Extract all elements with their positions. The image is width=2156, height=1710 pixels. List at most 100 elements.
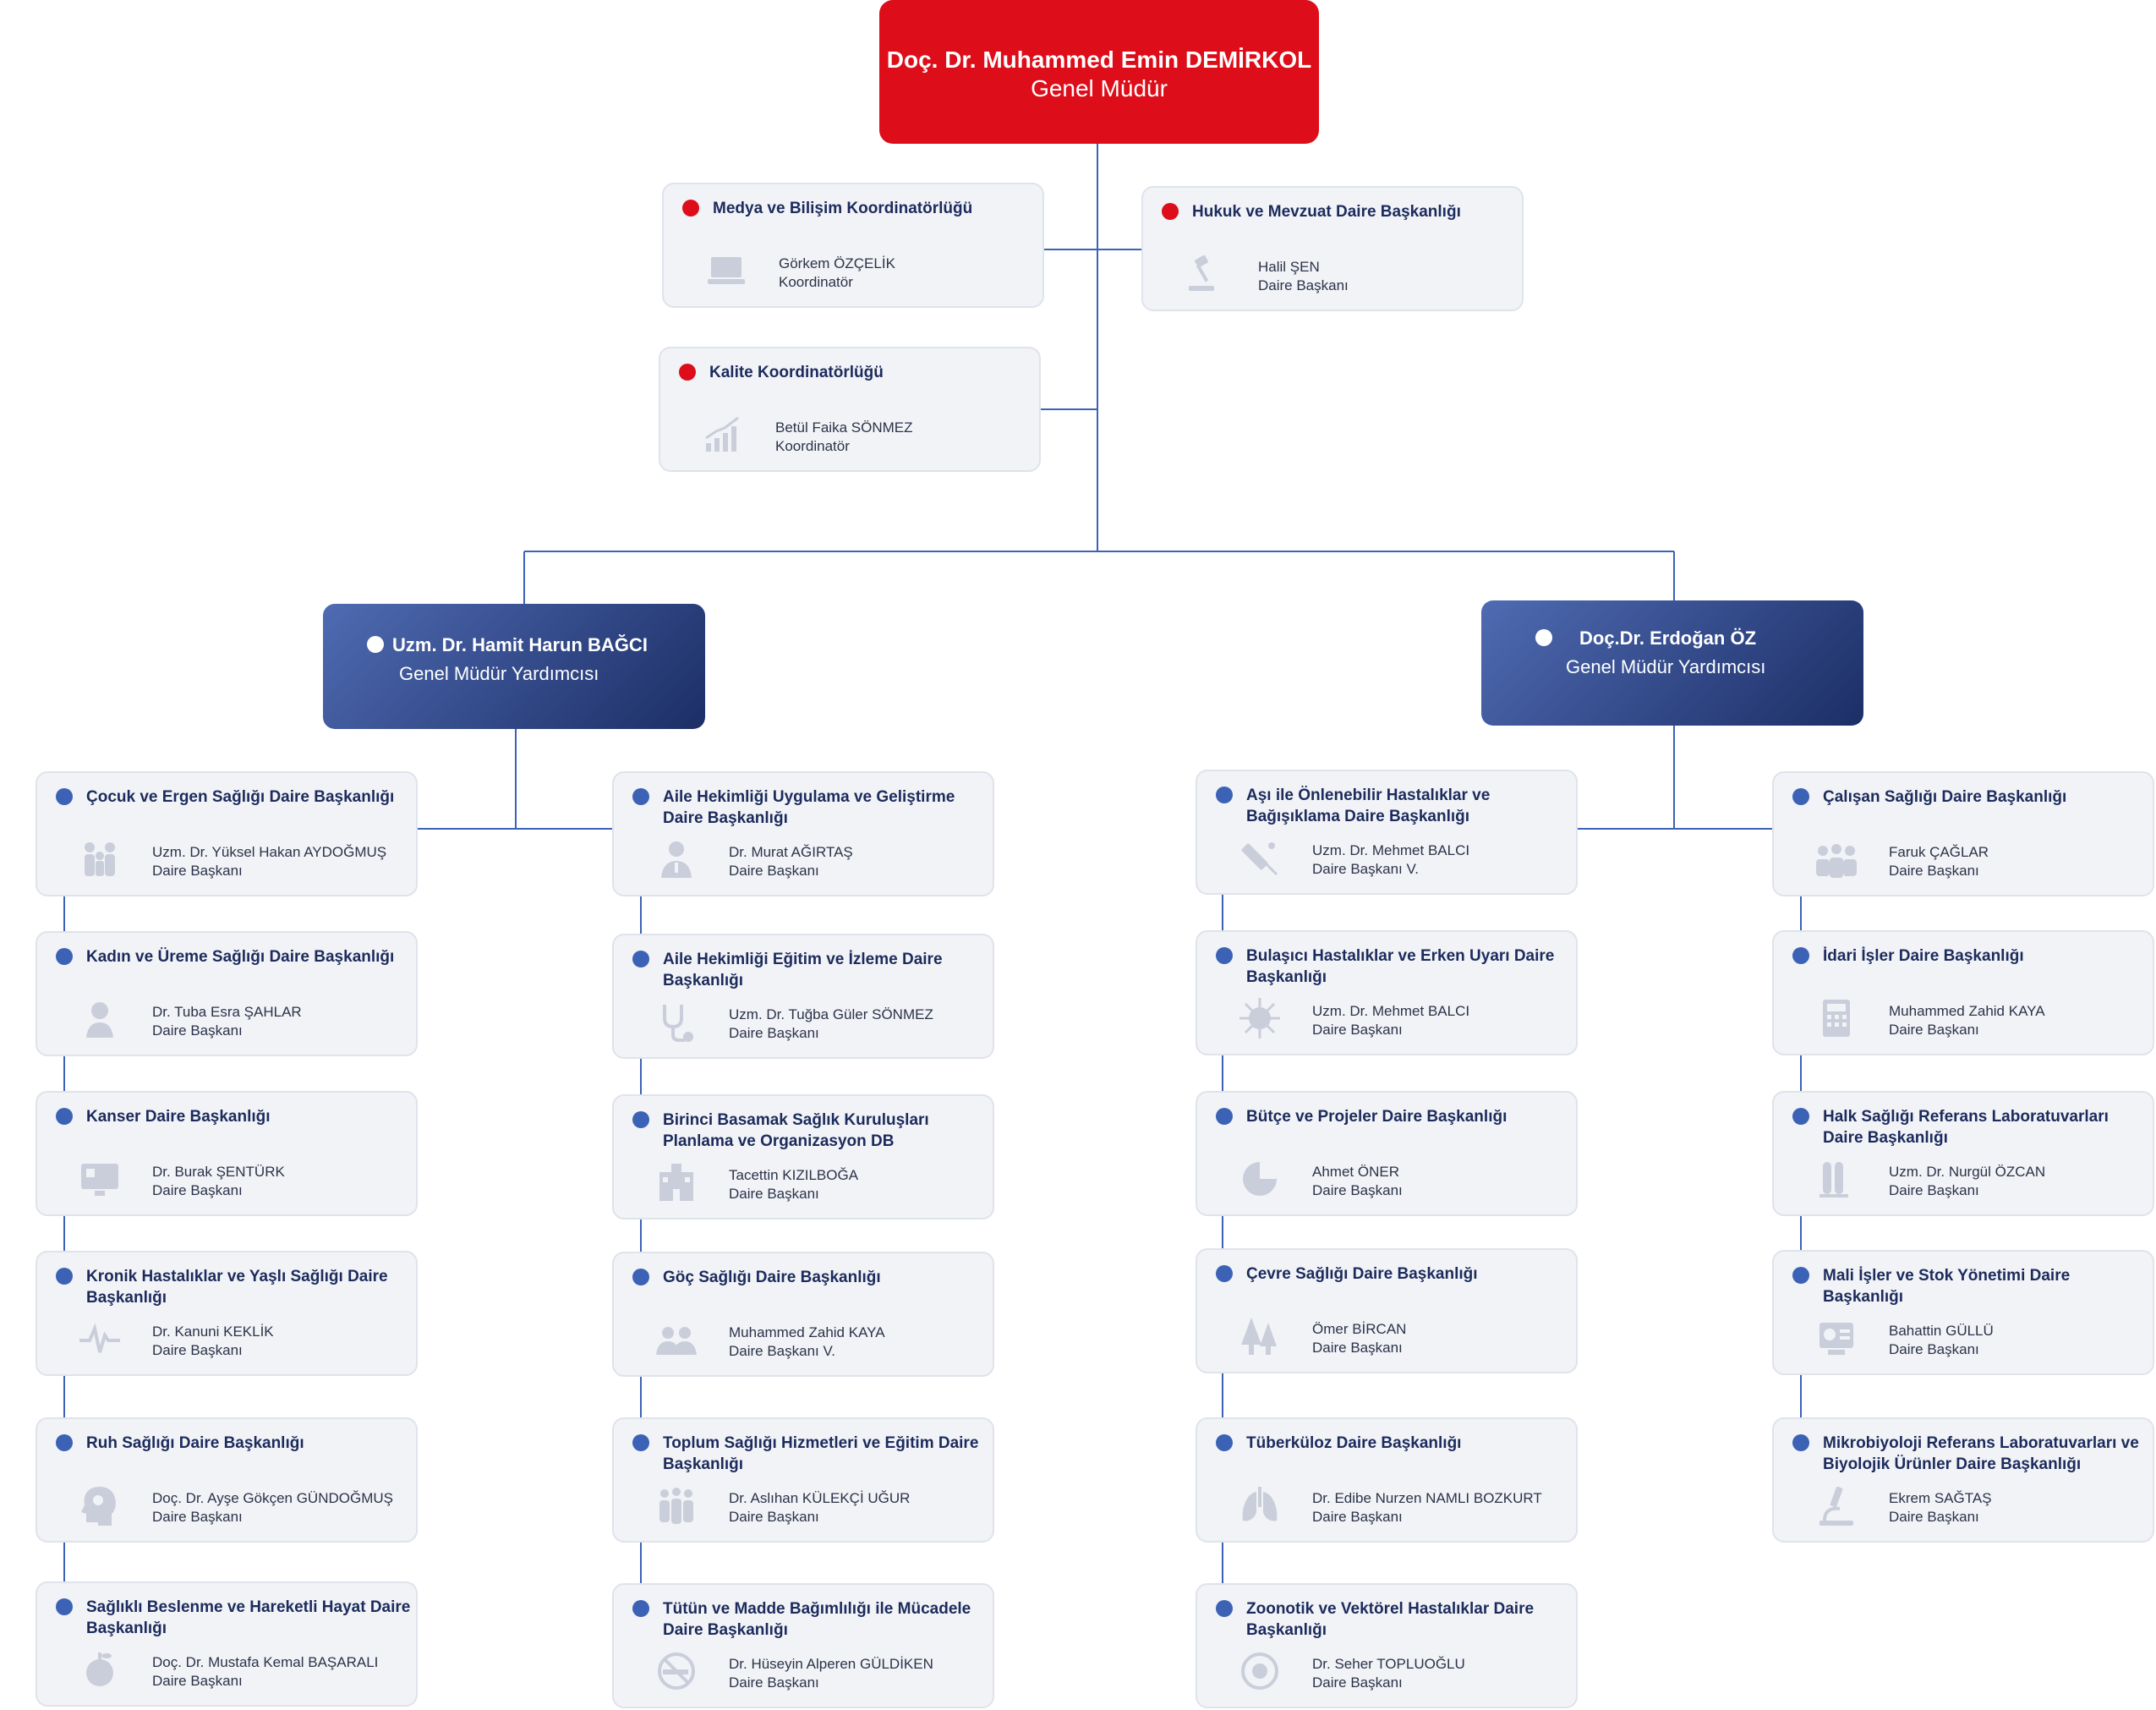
- virus-icon: [1238, 996, 1282, 1040]
- card-marker-dot: [1792, 1108, 1809, 1125]
- head-name: Ekrem SAĞTAŞ: [1889, 1490, 1992, 1506]
- department-card: Mikrobiyoloji Referans Laboratuvarları v…: [1772, 1417, 2154, 1543]
- card-marker-dot: [682, 200, 699, 216]
- card-marker-dot: [632, 1434, 649, 1451]
- doctor-icon: [654, 837, 698, 881]
- group-icon: [654, 1318, 698, 1362]
- card-marker-dot: [1162, 203, 1179, 220]
- head-role: Daire Başkanı: [1312, 1022, 1403, 1038]
- growth-chart-icon: [701, 413, 745, 457]
- head-role: Daire Başkanı V.: [729, 1343, 835, 1359]
- stethoscope-icon: [654, 1000, 698, 1044]
- card-marker-dot: [632, 788, 649, 805]
- head-name: Görkem ÖZÇELİK: [779, 255, 895, 271]
- department-card: Bulaşıcı Hastalıklar ve Erken Uyarı Dair…: [1196, 930, 1578, 1055]
- head-name: Dr. Kanuni KEKLİK: [152, 1324, 274, 1340]
- general-director-role: Genel Müdür: [1031, 75, 1168, 101]
- head-name: Bahattin GÜLLÜ: [1889, 1323, 1994, 1339]
- card-marker-dot: [1216, 786, 1233, 803]
- woman-icon: [78, 997, 122, 1041]
- department-title: Çocuk ve Ergen Sağlığı Daire Başkanlığı: [86, 788, 395, 806]
- brain-head-icon: [78, 1483, 122, 1527]
- head-role: Daire Başkanı: [1312, 1674, 1403, 1691]
- general-director-box: Doç. Dr. Muhammed Emin DEMİRKOL Genel Mü…: [879, 0, 1319, 144]
- card-marker-dot: [1792, 947, 1809, 964]
- department-title: Aile Hekimliği Eğitim ve İzleme Daire Ba…: [663, 951, 943, 989]
- head-role: Daire Başkanı: [729, 1186, 819, 1202]
- card-marker-dot: [632, 951, 649, 967]
- department-card: Aile Hekimliği Uygulama ve Geliştirme Da…: [612, 771, 994, 896]
- head-role: Daire Başkanı: [1312, 1340, 1403, 1356]
- card-marker-dot: [56, 788, 73, 805]
- head-name: Uzm. Dr. Yüksel Hakan AYDOĞMUŞ: [152, 844, 387, 860]
- department-title: Aşı ile Önlenebilir Hastalıklar ve Bağış…: [1246, 786, 1491, 825]
- department-title: Birinci Basamak Sağlık Kuruluşları Planl…: [663, 1111, 929, 1150]
- head-role: Daire Başkanı V.: [1312, 861, 1419, 877]
- head-name: Uzm. Dr. Mehmet BALCI: [1312, 842, 1470, 858]
- head-role: Daire Başkanı: [152, 1182, 243, 1198]
- department-title: Mikrobiyoloji Referans Laboratuvarları v…: [1823, 1434, 2139, 1473]
- department-title: Çevre Sağlığı Daire Başkanlığı: [1246, 1265, 1478, 1283]
- card-marker-dot: [1792, 788, 1809, 805]
- department-title: Medya ve Bilişim Koordinatörlüğü: [713, 200, 973, 217]
- head-role: Daire Başkanı: [152, 1509, 243, 1525]
- department-title: Tütün ve Madde Bağımlılığı ile Mücadele …: [663, 1600, 971, 1639]
- head-name: Dr. Aslıhan KÜLEKÇİ UĞUR: [729, 1490, 911, 1506]
- card-marker-dot: [632, 1600, 649, 1617]
- zoonotic-icon: [1238, 1649, 1282, 1693]
- department-card: Mali İşler ve Stok Yönetimi Daire Başkan…: [1772, 1250, 2154, 1375]
- card-marker-dot: [1216, 1434, 1233, 1451]
- department-card: Sağlıklı Beslenme ve Hareketli Hayat Dai…: [36, 1581, 418, 1707]
- head-name: Tacettin KIZILBOĞA: [729, 1167, 859, 1183]
- department-title: Toplum Sağlığı Hizmetleri ve Eğitim Dair…: [663, 1434, 979, 1473]
- card-marker-dot: [1792, 1434, 1809, 1451]
- head-role: Daire Başkanı: [1889, 1182, 1979, 1198]
- card-marker-dot: [56, 1268, 73, 1285]
- head-name: Halil ŞEN: [1258, 259, 1320, 275]
- head-role: Daire Başkanı: [152, 1342, 243, 1358]
- head-name: Muhammed Zahid KAYA: [1889, 1003, 2045, 1019]
- head-role: Daire Başkanı: [1889, 863, 1979, 879]
- head-role: Daire Başkanı: [1889, 1509, 1979, 1525]
- department-title: Aile Hekimliği Uygulama ve Geliştirme Da…: [663, 788, 955, 827]
- department-title: Kalite Koordinatörlüğü: [709, 364, 884, 381]
- head-name: Uzm. Dr. Mehmet BALCI: [1312, 1003, 1470, 1019]
- card-marker-dot: [1216, 1600, 1233, 1617]
- apple-icon: [78, 1647, 122, 1691]
- department-title: Hukuk ve Mevzuat Daire Başkanlığı: [1192, 203, 1461, 221]
- card-marker-dot: [56, 1108, 73, 1125]
- deputy-director-box: Uzm. Dr. Hamit Harun BAĞCI Genel Müdür Y…: [323, 604, 705, 729]
- head-name: Dr. Seher TOPLUOĞLU: [1312, 1656, 1465, 1672]
- head-role: Daire Başkanı: [1312, 1509, 1403, 1525]
- head-name: Uzm. Dr. Nurgül ÖZCAN: [1889, 1164, 2046, 1180]
- head-name: Ömer BİRCAN: [1312, 1321, 1407, 1337]
- test-tubes-icon: [1814, 1157, 1858, 1201]
- card-marker-dot: [632, 1111, 649, 1128]
- card-marker-dot: [632, 1269, 649, 1285]
- department-title: Mali İşler ve Stok Yönetimi Daire Başkan…: [1823, 1267, 2071, 1306]
- department-title: Zoonotik ve Vektörel Hastalıklar Daire B…: [1246, 1600, 1535, 1639]
- head-name: Uzm. Dr. Tuğba Güler SÖNMEZ: [729, 1006, 933, 1022]
- card-marker-dot: [1216, 1265, 1233, 1282]
- monitor-icon: [78, 1157, 122, 1201]
- syringe-icon: [1238, 836, 1282, 880]
- laptop-icon: [704, 249, 748, 293]
- heartbeat-icon: [78, 1317, 122, 1361]
- deputy-director-box: Doç.Dr. Erdoğan ÖZ Genel Müdür Yardımcıs…: [1481, 600, 1863, 726]
- finance-icon: [1814, 1316, 1858, 1360]
- general-director-name: Doç. Dr. Muhammed Emin DEMİRKOL: [886, 47, 1312, 73]
- deputy-marker-dot: [1535, 629, 1552, 646]
- deputy-role: Genel Müdür Yardımcısı: [1566, 656, 1766, 677]
- workers-icon: [1814, 837, 1858, 881]
- department-title: Bütçe ve Projeler Daire Başkanlığı: [1246, 1108, 1508, 1126]
